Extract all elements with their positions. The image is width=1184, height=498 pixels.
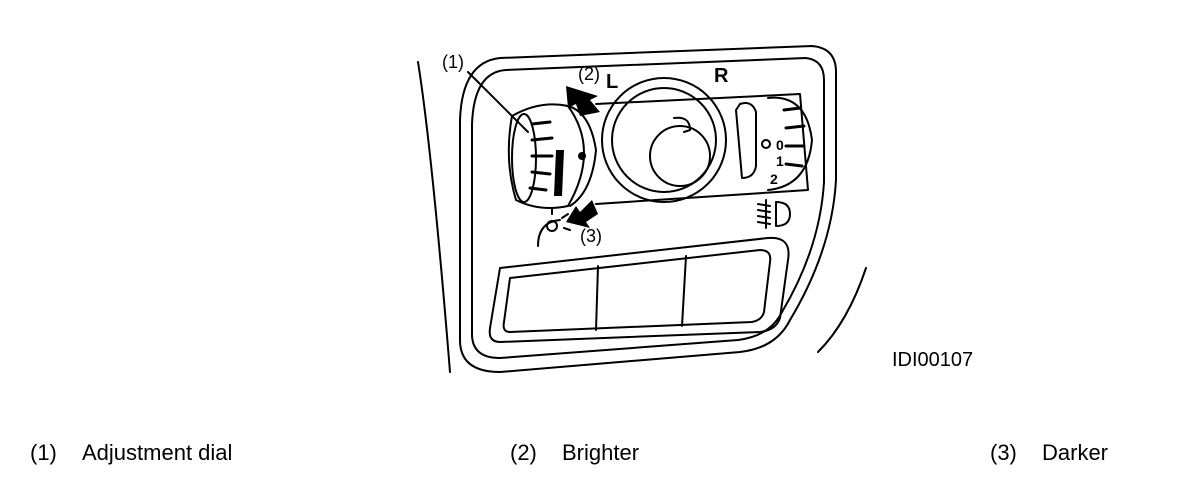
callout-3: (3) bbox=[580, 226, 602, 246]
instrument-illumination-icon bbox=[537, 207, 571, 247]
legend-number: (3) bbox=[990, 440, 1017, 465]
callout-1-leader bbox=[467, 71, 529, 133]
switch-bank-outer bbox=[488, 236, 790, 343]
legend-item-darker: (3) Darker bbox=[990, 438, 1108, 468]
adjustment-dial-face bbox=[511, 113, 537, 203]
dashboard-right-edge bbox=[817, 267, 867, 353]
mark-left: L bbox=[606, 71, 618, 93]
mirror-switch-rail bbox=[595, 93, 809, 205]
callout-1: (1) bbox=[442, 52, 464, 72]
arrow-down-icon bbox=[566, 200, 598, 228]
switch-bank-inner bbox=[502, 249, 772, 333]
legend-label: Adjustment dial bbox=[82, 440, 233, 465]
panel-inner-bezel bbox=[471, 57, 825, 359]
callout-2: (2) bbox=[578, 64, 600, 84]
legend-number: (1) bbox=[30, 440, 57, 465]
legend-label: Darker bbox=[1042, 440, 1109, 465]
adjustment-dial-ribs bbox=[528, 120, 554, 192]
legend-item-brighter: (2) Brighter bbox=[510, 438, 639, 468]
legend-number: (2) bbox=[510, 440, 537, 465]
arrow-up-icon bbox=[566, 86, 600, 116]
headlight-leveling-icon bbox=[757, 199, 791, 229]
mirror-knob bbox=[649, 125, 711, 187]
leveling-dial-ribs bbox=[782, 106, 806, 168]
mirror-knob-base bbox=[601, 77, 727, 203]
mirror-switch-slot bbox=[735, 102, 757, 179]
mirror-knob-ring bbox=[611, 87, 717, 193]
mirror-knob-pointer bbox=[673, 116, 691, 133]
control-panel-diagram: (1) (2) (3) L R 0 1 2 IDI00107 bbox=[417, 45, 973, 373]
switch-divider-1 bbox=[595, 265, 599, 331]
dial-index-mark bbox=[554, 150, 564, 196]
dashboard-left-edge bbox=[417, 61, 451, 373]
mark-zero: 0 bbox=[776, 137, 784, 153]
legend-label: Brighter bbox=[562, 440, 640, 465]
figure-id: IDI00107 bbox=[892, 349, 973, 371]
legend-item-adjustment-dial: (1) Adjustment dial bbox=[30, 438, 232, 468]
leveling-dial-dot bbox=[761, 139, 771, 149]
mark-two: 2 bbox=[770, 171, 778, 187]
leveling-dial bbox=[767, 96, 813, 191]
panel-outer-bezel bbox=[459, 45, 837, 373]
adjustment-dial-body bbox=[507, 103, 585, 209]
switch-divider-2 bbox=[681, 255, 687, 327]
mark-right: R bbox=[714, 65, 729, 87]
dial-marker-dot bbox=[578, 152, 586, 160]
mark-one: 1 bbox=[776, 153, 784, 169]
